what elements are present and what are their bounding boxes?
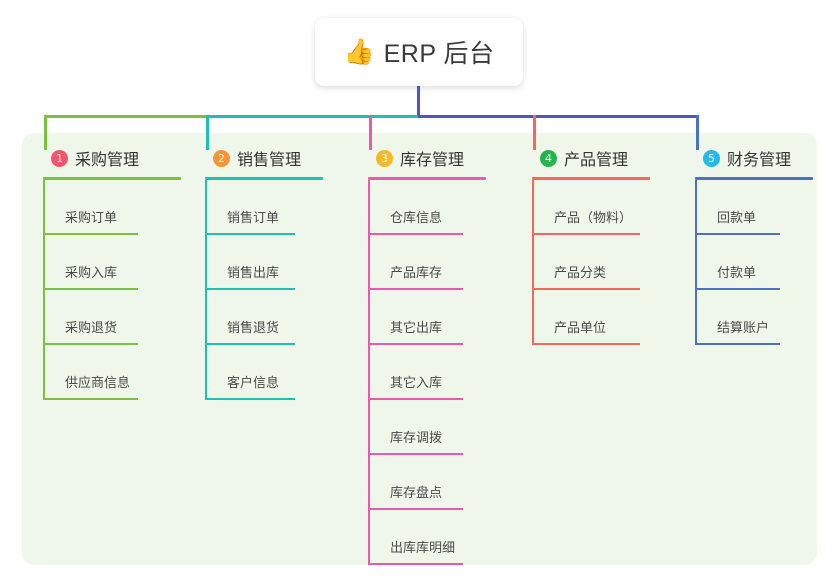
- branch-item-rule: [368, 563, 463, 565]
- branch-header-4[interactable]: 4 产品管理: [524, 147, 684, 169]
- branch-item-label: 采购退货: [65, 320, 118, 335]
- branch-item-rule: [205, 398, 295, 400]
- branch-item-label: 库存调拨: [390, 430, 443, 445]
- branch-number-badge: 4: [540, 149, 557, 167]
- branch-item-label: 供应商信息: [65, 375, 131, 390]
- column-stem-4: [533, 115, 536, 150]
- branch-column-产品管理: 4 产品管理产品（物料） 产品分类产品单位: [524, 147, 684, 345]
- branch-item-rule: [532, 288, 640, 290]
- branch-item-label: 其它出库: [390, 320, 443, 335]
- branch-item-label: 其它入库: [390, 375, 443, 390]
- branch-column-财务管理: 5 财务管理回款单付款单结算账户: [687, 147, 839, 345]
- branch-header-rule: [532, 177, 650, 180]
- branch-item-label: 产品库存: [390, 265, 443, 280]
- branch-number-badge: 2: [213, 149, 230, 167]
- branch-item-label: 产品（物料）: [554, 210, 633, 225]
- branch-item-rule: [695, 343, 780, 345]
- branch-spine: [205, 180, 207, 400]
- column-stem-3: [369, 115, 372, 150]
- branch-item-rule: [43, 343, 138, 345]
- branch-item-rule: [205, 343, 295, 345]
- branch-item-label: 采购入库: [65, 265, 118, 280]
- branch-item-rule: [368, 343, 463, 345]
- branch-header-rule: [368, 177, 486, 180]
- branch-header-2[interactable]: 2 销售管理: [197, 147, 357, 169]
- thumbs-up-icon: 👍: [343, 37, 375, 66]
- column-stem-2: [206, 115, 209, 150]
- branch-item-label: 付款单: [717, 265, 757, 280]
- branch-item-rule: [695, 288, 780, 290]
- branch-title: 采购管理: [75, 152, 140, 169]
- root-title: ERP 后台: [383, 40, 495, 68]
- branch-item-rule: [43, 233, 138, 235]
- branch-item-label: 产品单位: [554, 320, 607, 335]
- bus-segment-3: [418, 115, 699, 118]
- trunk-line: [417, 86, 420, 118]
- branch-item-rule: [532, 343, 640, 345]
- branch-header-5[interactable]: 5 财务管理: [687, 147, 839, 169]
- branch-item-label: 产品分类: [554, 265, 607, 280]
- branch-item-rule: [205, 288, 295, 290]
- branch-item-rule: [43, 288, 138, 290]
- branch-title: 产品管理: [564, 152, 629, 169]
- branch-item-label: 客户信息: [227, 375, 280, 390]
- bus-segment-1: [44, 115, 206, 118]
- branch-column-采购管理: 1 采购管理采购订单采购入库采购退货供应商信息: [35, 147, 195, 400]
- branch-header-3[interactable]: 3 库存管理: [360, 147, 520, 169]
- column-stem-5: [696, 115, 699, 150]
- branch-spine: [532, 180, 534, 345]
- branch-item-label: 销售退货: [227, 320, 280, 335]
- branch-title: 销售管理: [237, 152, 302, 169]
- branch-item-rule: [368, 453, 463, 455]
- branch-spine: [43, 180, 45, 400]
- branch-item-label: 结算账户: [717, 320, 770, 335]
- branch-spine: [695, 180, 697, 345]
- branch-item-rule: [368, 288, 463, 290]
- branch-item-rule: [368, 398, 463, 400]
- branch-item-rule: [532, 233, 640, 235]
- branch-column-销售管理: 2 销售管理销售订单销售出库销售退货客户信息: [197, 147, 357, 400]
- branch-item-rule: [368, 508, 463, 510]
- branch-title: 库存管理: [400, 152, 465, 169]
- branch-number-badge: 5: [703, 149, 720, 167]
- branch-spine: [368, 180, 370, 565]
- diagram-panel: [22, 133, 817, 565]
- branch-number-badge: 1: [51, 149, 68, 167]
- branch-column-库存管理: 3 库存管理仓库信息产品库存其它出库其它入库库存调拨库存盘点出库库明细: [360, 147, 520, 565]
- branch-item-rule: [695, 233, 780, 235]
- branch-header-rule: [43, 177, 181, 180]
- branch-item-rule: [368, 233, 463, 235]
- branch-item-label: 仓库信息: [390, 210, 443, 225]
- branch-header-rule: [205, 177, 323, 180]
- branch-item-label: 出库库明细: [390, 540, 456, 555]
- branch-header-1[interactable]: 1 采购管理: [35, 147, 195, 169]
- branch-header-rule: [695, 177, 813, 180]
- root-node[interactable]: 👍 ERP 后台: [315, 18, 523, 86]
- branch-item-label: 库存盘点: [390, 485, 443, 500]
- branch-item-label: 回款单: [717, 210, 757, 225]
- branch-title: 财务管理: [727, 152, 792, 169]
- branch-item-rule: [205, 233, 295, 235]
- branch-item-label: 销售订单: [227, 210, 280, 225]
- branch-item-label: 采购订单: [65, 210, 118, 225]
- branch-item-label: 销售出库: [227, 265, 280, 280]
- column-stem-1: [44, 115, 47, 150]
- branch-number-badge: 3: [376, 149, 393, 167]
- branch-item-rule: [43, 398, 138, 400]
- bus-segment-2: [206, 115, 418, 118]
